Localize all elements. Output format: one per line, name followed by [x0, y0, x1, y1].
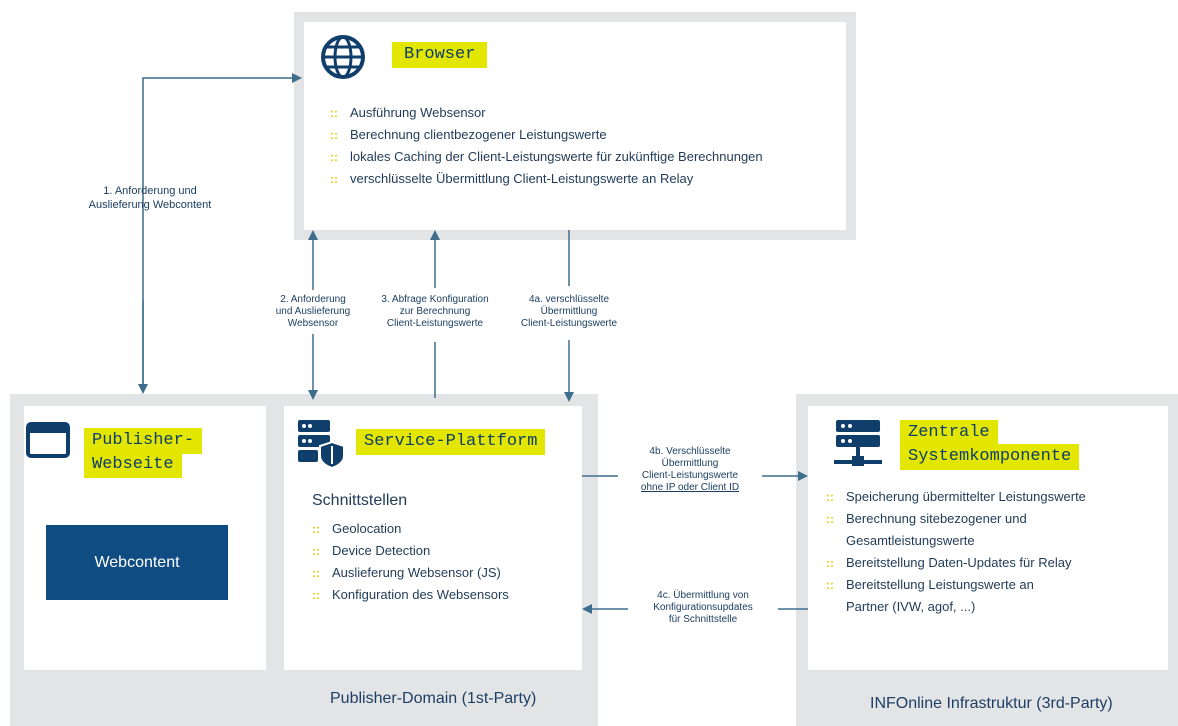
- list-item: ::Berechnung sitebezogener und: [826, 511, 1027, 526]
- list-item: ::Auslieferung Websensor (JS): [312, 565, 501, 580]
- publisher-title-line1: Publisher-: [84, 428, 203, 454]
- arrow-4c-label: 4c. Übermittlung von Konfigurationsupdat…: [653, 590, 753, 625]
- publisher-domain-label: Publisher-Domain (1st-Party): [330, 690, 537, 707]
- service-title: Service-Plattform: [356, 429, 546, 455]
- server-network-icon: [832, 418, 884, 472]
- zentrale-list: ::Speicherung übermittelter Leistungswer…: [826, 486, 1086, 618]
- webcontent-label: Webcontent: [94, 554, 180, 571]
- arrow-1: [142, 73, 302, 392]
- arrow-1-label: 1. Anforderung und Auslieferung Webconte…: [88, 185, 212, 211]
- zentrale-title-line2: Systemkomponente: [900, 444, 1080, 470]
- list-item: ::Geolocation: [312, 521, 402, 536]
- arrow-3-label: 3. Abfrage Konfiguration zur Berechnung …: [381, 294, 489, 329]
- service-list: ::Geolocation ::Device Detection ::Ausli…: [312, 518, 509, 606]
- server-shield-icon: [296, 418, 346, 470]
- browser-window-icon: [26, 422, 70, 460]
- list-item: ::Konfiguration des Websensors: [312, 587, 509, 602]
- browser-box: [294, 12, 856, 240]
- list-item: ::lokales Caching der Client-Leistungswe…: [330, 149, 763, 164]
- arrow-2-label: 2. Anforderung und Auslieferung Websenso…: [275, 294, 351, 329]
- list-item: ::Bereitstellung Leistungswerte an: [826, 577, 1034, 592]
- arrow-4a-label: 4a. verschlüsselte Übermittlung Client-L…: [520, 294, 618, 329]
- browser-title: Browser: [392, 42, 488, 68]
- browser-list: ::Ausführung Websensor ::Berechnung clie…: [330, 102, 763, 190]
- publisher-title-line2: Webseite: [84, 452, 182, 478]
- service-subtitle: Schnittstellen: [312, 492, 408, 509]
- list-item: Gesamtleistungswerte: [846, 533, 975, 548]
- list-item: ::Bereitstellung Daten-Updates für Relay: [826, 555, 1072, 570]
- list-item: ::Speicherung übermittelter Leistungswer…: [826, 489, 1086, 504]
- webcontent-box: Webcontent: [46, 525, 228, 600]
- list-item: Partner (IVW, agof, ...): [846, 599, 976, 614]
- arrow-4b-label: 4b. Verschlüsselte Übermittlung Client-L…: [640, 446, 740, 493]
- list-item: ::Device Detection: [312, 543, 431, 558]
- list-item: ::Berechnung clientbezogener Leistungswe…: [330, 127, 607, 142]
- globe-icon: [320, 34, 366, 80]
- zentrale-title-line1: Zentrale: [900, 420, 998, 446]
- list-item: ::Ausführung Websensor: [330, 105, 486, 120]
- infonline-label: INFOnline Infrastruktur (3rd-Party): [870, 695, 1113, 712]
- list-item: ::verschlüsselte Übermittlung Client-Lei…: [330, 171, 694, 186]
